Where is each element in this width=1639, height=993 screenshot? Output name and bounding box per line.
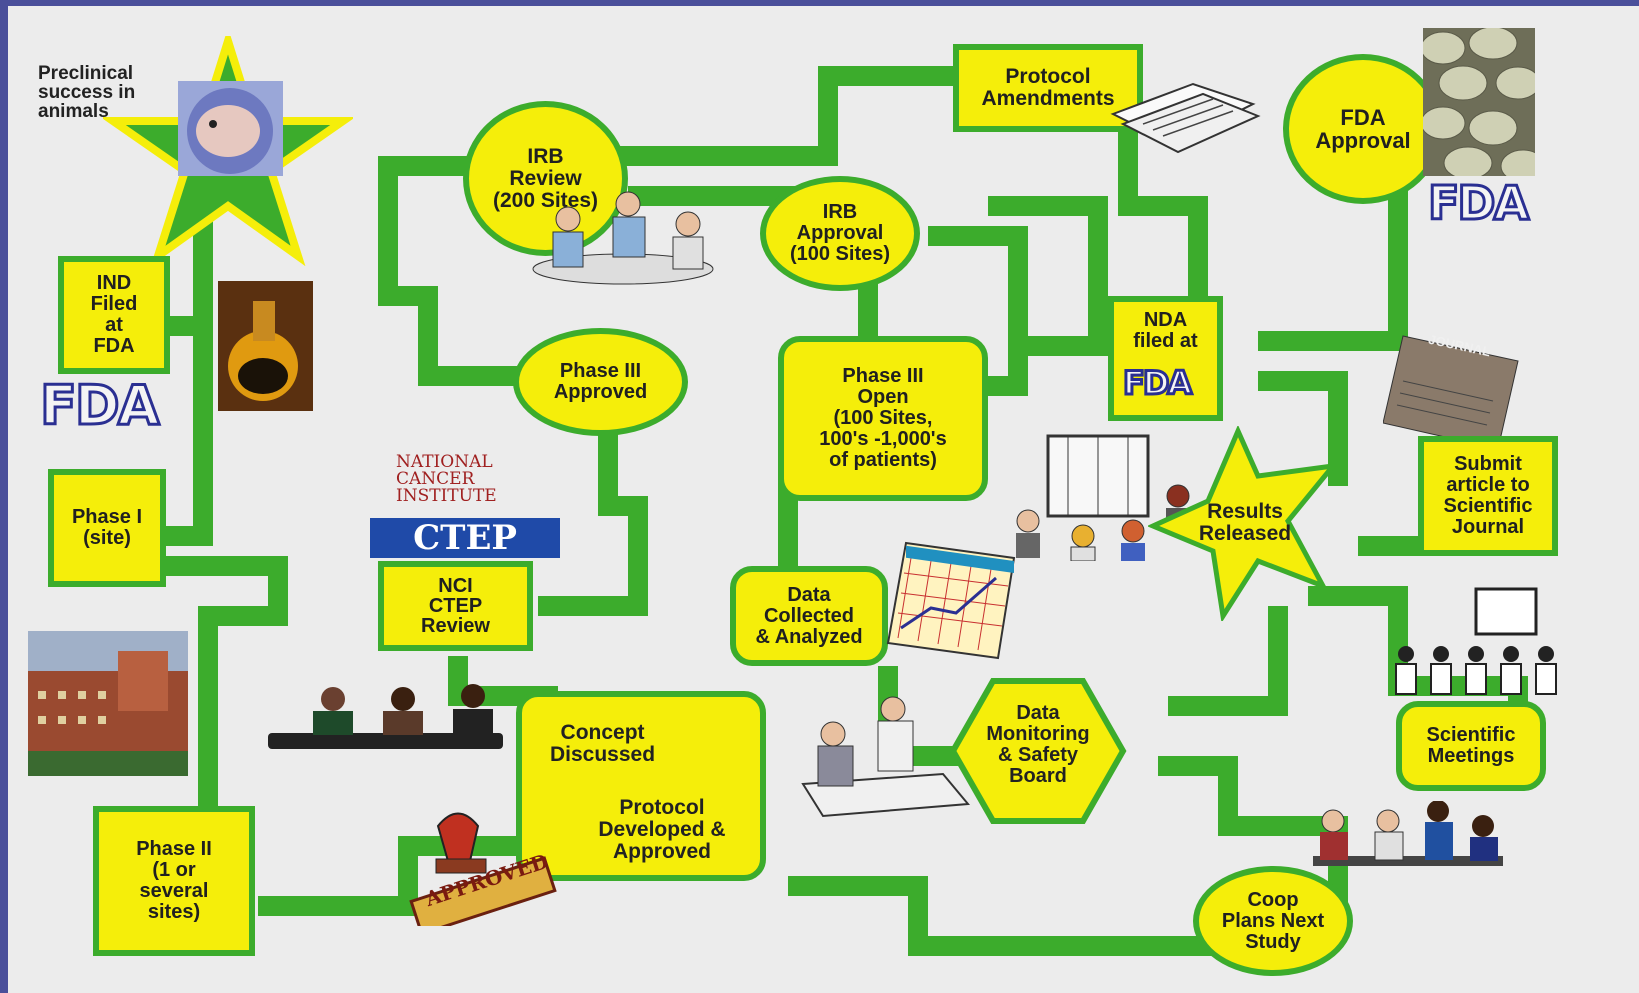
reviewers-icon	[801, 696, 970, 818]
ctep-logo: CTEP	[370, 518, 560, 558]
meeting-people-icon	[532, 191, 714, 285]
scientific-meetings-box: Scientific Meetings	[1396, 701, 1546, 791]
phase2-box: Phase II (1 or several sites)	[93, 806, 255, 956]
protocol-developed-label: Protocol Developed & Approved	[598, 796, 726, 863]
irb-review-circle: IRB Review (200 Sites)	[463, 101, 628, 256]
coop-plans-ellipse: Coop Plans Next Study	[1193, 866, 1353, 976]
data-collected-box: Data Collected & Analyzed	[730, 566, 888, 666]
trial-flowchart-canvas: Preclinical success in animals IND Filed…	[8, 6, 1639, 993]
path-preclinical-ind	[158, 146, 213, 546]
path-phase2-protocol	[258, 836, 548, 916]
concept-discussed-label: Concept Discussed	[550, 721, 656, 766]
flask-icon	[218, 281, 313, 411]
path-results-dmsb	[1168, 606, 1288, 716]
phase3-approved-ellipse: Phase III Approved	[513, 328, 688, 436]
hospital-building-icon	[28, 631, 188, 776]
results-star-icon	[1148, 426, 1338, 621]
nda-filed-box: NDA filed at	[1108, 296, 1223, 421]
path-protocol-coop	[788, 876, 1248, 956]
preclinical-star-icon	[103, 36, 353, 266]
concept-protocol-box: Concept Discussed Protocol Developed & A…	[516, 691, 766, 881]
preclinical-label: Preclinical success in animals	[38, 63, 136, 122]
path-right-loop	[988, 196, 1108, 356]
fda-logo-nda: FDA	[1121, 363, 1193, 404]
stamp-icon	[409, 812, 557, 926]
phase3-open-box: Phase III Open (100 Sites, 100's -1,000'…	[778, 336, 988, 501]
coop-people-icon	[1313, 801, 1503, 866]
nci-ctep-review-box: NCI CTEP Review	[378, 561, 533, 651]
calendar-chart-icon	[886, 541, 1016, 660]
fda-logo-right: FDA	[1426, 175, 1530, 232]
data-monitoring-label: Data Monitoring & Safety Board	[986, 702, 1090, 787]
fda-approval-circle: FDA Approval	[1283, 54, 1443, 204]
phase1-box: Phase I (site)	[48, 469, 166, 587]
newspaper-icon	[1383, 335, 1519, 450]
nci-logo: NATIONAL CANCER INSTITUTE	[396, 452, 497, 506]
pills-icon	[1423, 28, 1535, 176]
dmsb-hexagon-icon	[949, 678, 1127, 824]
protocol-amendments-box: Protocol Amendments	[953, 44, 1143, 132]
ind-filed-box: IND Filed at FDA	[58, 256, 170, 374]
fda-logo-left: FDA	[39, 373, 161, 439]
panel-people-icon	[268, 684, 503, 749]
path-nda-fda	[1258, 156, 1408, 351]
path-amend-right	[1118, 116, 1208, 306]
document-stack-icon	[1110, 82, 1261, 154]
path-irb-top	[568, 66, 978, 166]
irb-approval-circle: IRB Approval (100 Sites)	[760, 176, 920, 291]
submit-article-box: Submit article to Scientific Journal	[1418, 436, 1558, 556]
presentation-icon	[1395, 587, 1557, 695]
results-released-label: Results Released	[1198, 500, 1292, 545]
path-phase3approved-ctep	[538, 426, 648, 616]
path-irb-left	[378, 156, 528, 386]
path-nda-results	[1258, 371, 1348, 486]
